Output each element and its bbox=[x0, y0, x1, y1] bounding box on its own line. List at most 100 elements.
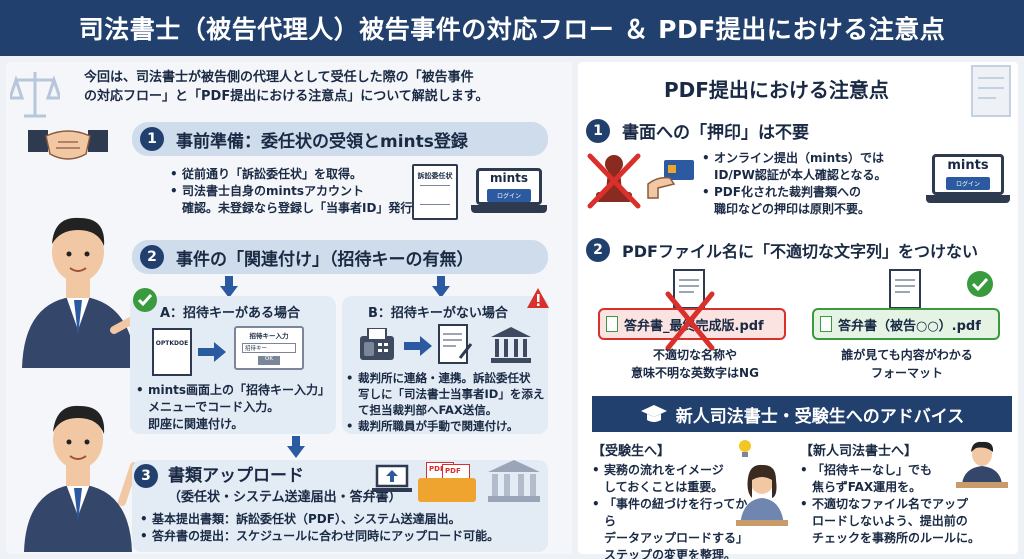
advice-bar: 新人司法書士・受験生へのアドバイス bbox=[592, 396, 1012, 432]
step-2-number: 2 bbox=[140, 245, 164, 269]
case-b-bullet-1-cont1: 写しに「司法書士当事者ID」を添え bbox=[358, 387, 545, 401]
right-section-2-title: PDFファイル名に「不適切な文字列」をつけない bbox=[622, 242, 978, 261]
court-seal-decoration bbox=[971, 65, 1011, 117]
new-bullet-1: 「招待キーなし」でも bbox=[800, 462, 1014, 479]
fax-icon bbox=[360, 328, 394, 360]
invite-key-ok-button[interactable]: OK bbox=[258, 356, 280, 365]
stamp-icon bbox=[587, 153, 641, 209]
student-bullet-2-cont1: データアップロードする」 bbox=[604, 531, 749, 545]
right-section-2-number: 2 bbox=[586, 238, 610, 262]
step-2-title: 事件の「関連付け」（招待キーの有無） bbox=[176, 249, 474, 270]
right-section-1-bullet-2-cont: 職印などの押印は原則不要。 bbox=[714, 202, 871, 216]
step-3-title: 書類アップロード bbox=[168, 466, 304, 486]
arrow-down-3 bbox=[287, 446, 305, 458]
id-card-icon bbox=[647, 160, 694, 199]
mints-laptop-icon: mints ログイン bbox=[470, 168, 548, 216]
bad-file-icon bbox=[673, 269, 705, 309]
student-bullet-1: 実務の流れをイメージ bbox=[592, 462, 748, 479]
step-3-number: 3 bbox=[134, 464, 158, 488]
student-illustration bbox=[736, 464, 788, 526]
step-1-bullet-2: 司法書士自身のmintsアカウント bbox=[170, 183, 430, 200]
right-section-1-bullet-2: PDF化された裁判書類への bbox=[702, 184, 912, 201]
case-a-title: A：招待キーがある場合 bbox=[160, 306, 301, 321]
good-filename-pill: 答弁書（被告○○）.pdf bbox=[812, 308, 1000, 340]
ng-cross-icon bbox=[665, 291, 715, 351]
right-title: PDF提出における注意点 bbox=[664, 78, 889, 102]
step-3-bullets: 基本提出書類：訴訟委任状（PDF）、システム送達届出。 答弁書の提出：スケジュー… bbox=[140, 511, 550, 545]
intro-line-1: 今回は、司法書士が被告側の代理人として受任した際の「被告事件 bbox=[84, 70, 474, 85]
lawyer-illustration-1 bbox=[22, 217, 144, 368]
good-caption-line-2: フォーマット bbox=[870, 366, 943, 380]
mints-laptop-title: mints bbox=[489, 171, 529, 186]
step-1-bullets: 従前通り「訴訟委任状」を取得。 司法書士自身のmintsアカウント 確認。未登録… bbox=[170, 166, 430, 217]
bad-caption-line-1: 不適切な名称や bbox=[652, 348, 737, 362]
right-section-1-heading: 1 書面への「押印」は不要 bbox=[586, 118, 809, 143]
document-icon: 訴訟委任状 bbox=[412, 164, 458, 220]
bad-caption: 不適切な名称や 意味不明な英数字はNG bbox=[600, 346, 790, 382]
right-section-1-number: 1 bbox=[586, 118, 610, 143]
step-3-bullet-2: 答弁書の提出：スケジュールに合わせ同時にアップロード可能。 bbox=[140, 528, 550, 545]
invite-key-dialog: 招待キー入力 招待キー OK bbox=[234, 326, 304, 370]
case-b-bullet-2: 裁判所職員が手動で関連付け。 bbox=[346, 418, 550, 434]
upload-laptop-icon bbox=[372, 464, 412, 492]
new-bullet-2-cont2: チェックを事務所のルールに。 bbox=[812, 531, 981, 545]
case-b-title: B：招待キーがない場合 bbox=[368, 306, 508, 321]
invite-key-dialog-title: 招待キー入力 bbox=[249, 332, 289, 340]
graduation-cap-icon bbox=[640, 405, 667, 422]
right-mints-laptop-title: mints bbox=[947, 158, 989, 174]
check-icon bbox=[133, 288, 157, 312]
student-bullets: 実務の流れをイメージ しておくことは重要。 「事件の紐づけを行ってから データア… bbox=[592, 462, 748, 559]
step-1-title: 事前準備：委任状の受領とmints登録 bbox=[176, 131, 468, 152]
scale-icon bbox=[10, 72, 60, 118]
arrow-stem-3 bbox=[292, 436, 300, 446]
case-a-bullet-1-cont2: 即座に関連付け。 bbox=[148, 417, 244, 431]
bad-caption-line-2: 意味不明な英数字はNG bbox=[631, 366, 759, 380]
step-3-subtitle: （委任状・システム送達届出・答弁書） bbox=[168, 490, 402, 505]
ok-check-icon bbox=[967, 271, 993, 297]
invite-key-input[interactable]: 招待キー bbox=[242, 343, 296, 353]
right-section-1-bullet-1-cont: ID/PW認証が本人確認となる。 bbox=[714, 168, 887, 182]
step-3-bullet-1: 基本提出書類：訴訟委任状（PDF）、システム送達届出。 bbox=[140, 511, 550, 528]
arrow-right-icon bbox=[198, 342, 226, 362]
case-a-bullet-1: mints画面上の「招待キー入力」 bbox=[136, 382, 336, 399]
court-icon bbox=[491, 327, 531, 363]
student-heading: 【受験生へ】 bbox=[592, 444, 671, 459]
document-icon-label: 訴訟委任状 bbox=[417, 172, 453, 180]
case-b-bullet-1-cont2: て担当裁判部へFAX送信。 bbox=[358, 403, 498, 417]
step-1-bar: 1 事前準備：委任状の受領とmints登録 bbox=[132, 122, 548, 156]
intro-line-2: の対応フロー」と「PDF提出における注意点」について解説します。 bbox=[84, 89, 489, 104]
advice-title: 新人司法書士・受験生へのアドバイス bbox=[675, 406, 965, 427]
case-b-bullets: 裁判所に連絡・連携。訴訟委任状 写しに「司法書士当事者ID」を添え て担当裁判部… bbox=[346, 370, 550, 434]
case-b-bullet-1: 裁判所に連絡・連携。訴訟委任状 bbox=[346, 370, 550, 386]
good-file-icon bbox=[889, 269, 921, 309]
right-mints-login-button: ログイン bbox=[945, 177, 990, 191]
warning-icon bbox=[527, 288, 549, 308]
right-section-2-heading: 2 PDFファイル名に「不適切な文字列」をつけない bbox=[586, 238, 978, 262]
intro-text: 今回は、司法書士が被告側の代理人として受任した際の「被告事件 の対応フロー」と「… bbox=[84, 68, 564, 106]
invite-key-code: OPTKDOE bbox=[155, 340, 189, 347]
handshake-icon bbox=[28, 130, 108, 160]
lawyer-illustration-2 bbox=[24, 405, 138, 552]
new-bullet-2: 不適切なファイル名でアップ bbox=[800, 496, 1014, 513]
step-1-number: 1 bbox=[140, 127, 164, 151]
new-bullet-1-cont: 焦らずFAX運用を。 bbox=[812, 480, 922, 494]
new-scrivener-bullets: 「招待キーなし」でも 焦らずFAX運用を。 不適切なファイル名でアップ ロードし… bbox=[800, 462, 1014, 547]
right-section-1-bullets: オンライン提出（mints）では ID/PW認証が本人確認となる。 PDF化され… bbox=[702, 150, 912, 218]
good-caption: 誰が見ても内容がわかる フォーマット bbox=[812, 346, 1002, 382]
step-2-bar: 2 事件の「関連付け」（招待キーの有無） bbox=[132, 240, 548, 274]
invite-key-document-icon: OPTKDOE bbox=[152, 328, 192, 376]
arrow-down-a bbox=[220, 286, 238, 298]
arrow-right-icon-2 bbox=[404, 336, 432, 356]
step-1-bullet-1: 従前通り「訴訟委任状」を取得。 bbox=[170, 166, 430, 183]
new-scrivener-heading: 【新人司法書士へ】 bbox=[800, 444, 918, 459]
file-icon-small-2 bbox=[820, 316, 832, 332]
student-bullet-2-cont2: ステップの変更を整理。 bbox=[604, 548, 737, 559]
right-section-1-title: 書面への「押印」は不要 bbox=[622, 123, 809, 143]
lightbulb-icon bbox=[739, 440, 751, 457]
good-caption-line-1: 誰が見ても内容がわかる bbox=[841, 348, 973, 362]
pdf-folder-icon: PDF PDF bbox=[418, 462, 476, 502]
good-filename: 答弁書（被告○○）.pdf bbox=[838, 318, 981, 334]
page-header: 司法書士（被告代理人）被告事件の対応フロー ＆ PDF提出における注意点 bbox=[0, 0, 1024, 56]
mints-login-button: ログイン bbox=[486, 189, 531, 203]
case-b-box bbox=[342, 296, 548, 434]
